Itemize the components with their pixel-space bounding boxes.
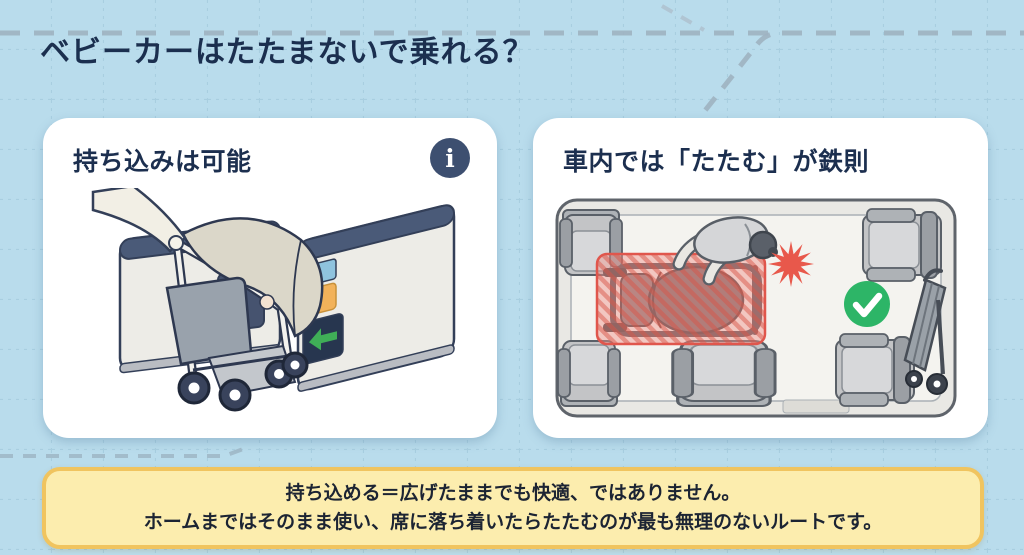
check-circle-icon [844, 281, 890, 327]
parent-arm [91, 188, 187, 253]
seat-bottom-right [835, 333, 915, 407]
train-interior-illustration [555, 198, 957, 418]
ticket-gate-illustration [91, 188, 456, 412]
train-door [782, 399, 850, 414]
card-bring-in-ok: 持ち込みは可能 i [43, 118, 497, 438]
card-fold-inside: 車内では「たたむ」が鉄則 [533, 118, 988, 438]
seat-bottom-left [557, 340, 621, 407]
seat-bottom-middle [671, 339, 777, 408]
advice-banner: 持ち込める＝広げたままでも快適、ではありません。 ホームまではそのまま使い、席に… [42, 467, 984, 549]
advice-line-1: 持ち込める＝広げたままでも快適、ではありません。 [285, 482, 741, 504]
page-title: ベビーカーはたたまないで乗れる？ [40, 36, 534, 69]
baby-hand [259, 294, 275, 310]
info-icon-glyph: i [445, 143, 455, 173]
info-icon[interactable]: i [430, 138, 470, 178]
card-right-heading: 車内では「たたむ」が鉄則 [563, 148, 870, 176]
gate-arrow-left-icon [302, 313, 344, 365]
folded-stroller [903, 268, 948, 395]
route-line-spur [661, 4, 705, 32]
card-left-heading: 持ち込みは可能 [73, 148, 252, 176]
seat-top-right [862, 208, 942, 282]
stroller-wheels [177, 351, 309, 412]
standing-passenger [672, 216, 778, 286]
collision-burst-icon [768, 241, 814, 287]
open-stroller [165, 217, 324, 412]
route-line-bottom [0, 446, 247, 458]
stroller-seatback [165, 276, 253, 366]
advice-line-2: ホームまではそのまま使い、席に落ち着いたらたたむのが最も無理のないルートです。 [143, 512, 883, 533]
route-line-diagonal [634, 30, 781, 200]
